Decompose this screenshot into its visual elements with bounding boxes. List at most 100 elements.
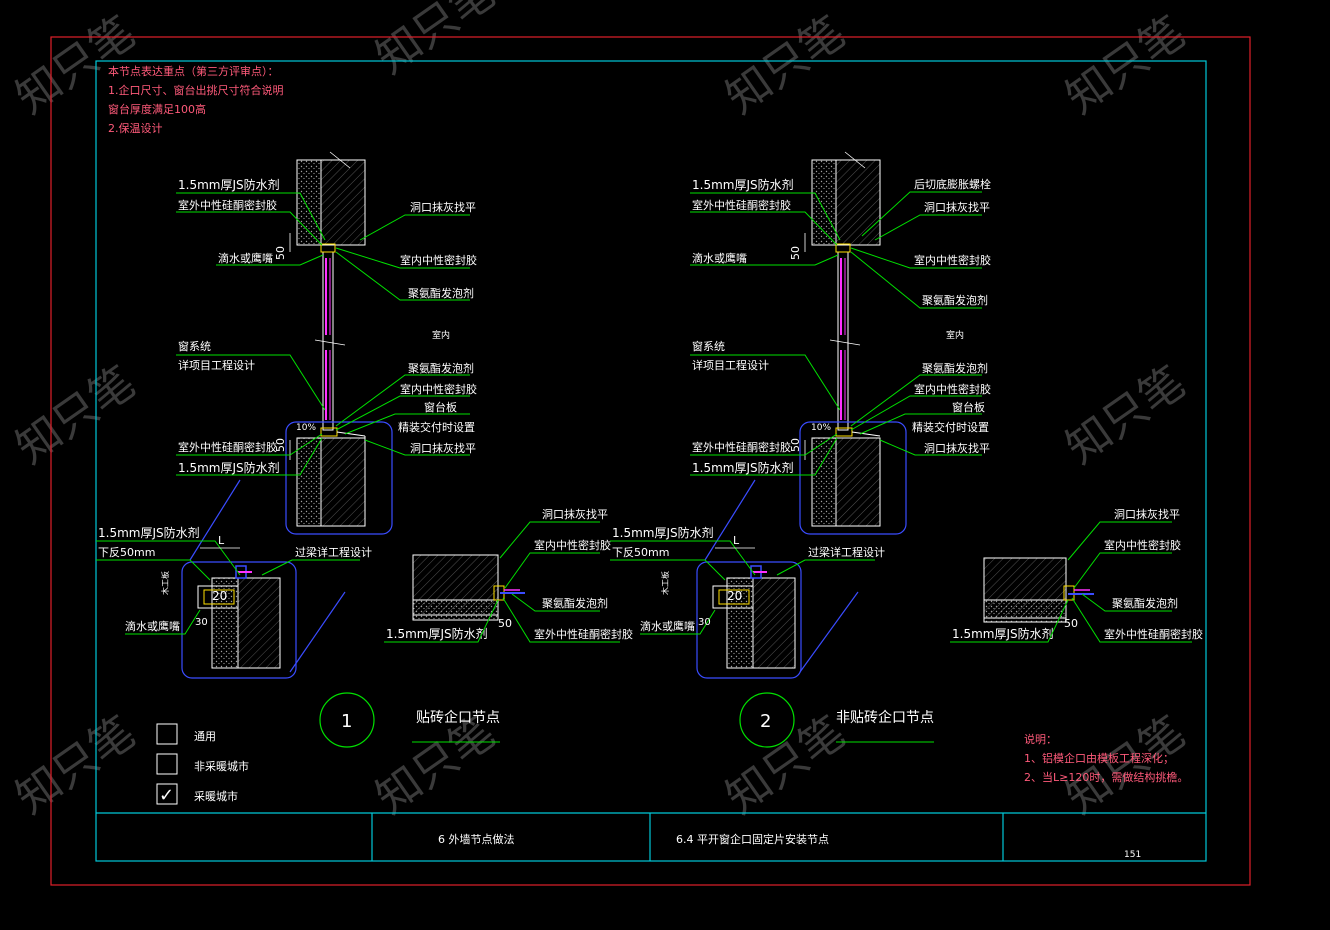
callout-label: 室外中性硅酮密封胶 — [692, 440, 791, 454]
callout-label: 室内中性密封胶 — [534, 538, 611, 552]
caption-2: 2 非贴砖企口节点 — [739, 692, 934, 748]
detail-title: 贴砖企口节点 — [416, 709, 500, 726]
legend-label: 通用 — [194, 730, 216, 743]
callout-label: 室内中性密封胶 — [914, 253, 991, 267]
inner-border — [95, 60, 1207, 862]
detail-title: 非贴砖企口节点 — [836, 709, 934, 726]
callout-label: 洞口抹灰找平 — [410, 441, 476, 455]
subdetail-2-left: 1.5mm厚JS防水剂 下反50mm L 过梁详工程设计 20 滴水或鹰嘴 30… — [610, 525, 885, 679]
callout-label: 室内中性密封胶 — [914, 382, 991, 396]
watermark: 知只笔 — [1057, 357, 1194, 474]
callout-label: 1.5mm厚JS防水剂 — [692, 177, 794, 192]
bottom-notes: 说明： 1、铝模企口由模板工程深化； 2、当L≥120时，需做结构挑檐。 — [1024, 732, 1188, 784]
dim-L: L — [218, 534, 225, 547]
callout-label: 室外中性硅酮密封胶 — [1104, 627, 1203, 641]
top-notes: 本节点表达重点（第三方评审点）： 1.企口尺寸、窗台出挑尺寸符合说明 窗台厚度满… — [108, 64, 284, 135]
detail-number: 1 — [341, 711, 352, 732]
enlarge-line — [289, 591, 346, 673]
callout-label: 室内中性密封胶 — [400, 382, 477, 396]
dimension-label: 50 — [789, 438, 802, 452]
callout-label: 1.5mm厚JS防水剂 — [952, 626, 1054, 641]
callout-label: 洞口抹灰找平 — [924, 200, 990, 214]
dim-label: 30 — [195, 617, 208, 628]
dimension-label: 50 — [789, 246, 802, 260]
callout-label: 室外中性硅酮密封胶 — [178, 198, 277, 212]
detail-1-section: 50 50 10% 室内 1.5mm厚JS防水剂 室外中性硅酮密封胶 滴水或鹰嘴… — [176, 151, 477, 535]
callout-label: 窗系统 — [178, 339, 211, 353]
subdetail-1-right: 洞口抹灰找平 室内中性密封胶 聚氨酯发泡剂 1.5mm厚JS防水剂 50 室外中… — [384, 507, 633, 643]
dimension-label: 50 — [274, 246, 287, 260]
callout-label: 窗系统 — [692, 339, 725, 353]
callout-label: 下反50mm — [612, 546, 669, 559]
notes-line: 窗台厚度满足100高 — [108, 102, 206, 116]
dim-label: 20 — [727, 589, 742, 603]
title-block-subsection: 6.4 平开窗企口固定片安装节点 — [676, 832, 829, 846]
callout-label: 精装交付时设置 — [398, 420, 475, 434]
callout-label: 1.5mm厚JS防水剂 — [178, 460, 280, 475]
check-icon: ✓ — [159, 785, 174, 806]
legend-box-checked — [156, 783, 178, 805]
notes-heading: 说明： — [1024, 732, 1057, 746]
watermark: 知只笔 — [1057, 7, 1194, 124]
callout-label: 滴水或鹰嘴 — [692, 251, 747, 265]
enlarge-line — [704, 479, 756, 561]
subdetail-2-right: 洞口抹灰找平 室内中性密封胶 聚氨酯发泡剂 1.5mm厚JS防水剂 50 室外中… — [950, 507, 1203, 643]
detail-number: 2 — [760, 711, 771, 732]
enlarge-line — [799, 591, 859, 673]
slope-label: 10% — [296, 423, 316, 433]
callout-label: 1.5mm厚JS防水剂 — [386, 626, 488, 641]
legend-box — [156, 723, 178, 745]
watermark: 知只笔 — [367, 0, 504, 84]
callout-label: 室内中性密封胶 — [1104, 538, 1181, 552]
detail-2-section: 50 50 10% 室内 1.5mm厚JS防水剂 室外中性硅酮密封胶 滴水或鹰嘴… — [690, 151, 991, 535]
page-number: 151 — [1124, 850, 1141, 860]
callout-label: 滴水或鹰嘴 — [640, 619, 695, 633]
slope-label: 10% — [811, 423, 831, 433]
callout-label: 聚氨酯发泡剂 — [408, 286, 474, 300]
callout-label: 洞口抹灰找平 — [542, 507, 608, 521]
notes-line: 2、当L≥120时，需做结构挑檐。 — [1024, 770, 1188, 784]
dim-label: 木工板 — [660, 571, 670, 595]
subdetail-1-left: 1.5mm厚JS防水剂 下反50mm L 过梁详工程设计 20 滴水或鹰嘴 30… — [96, 525, 372, 679]
callout-label: 详项目工程设计 — [692, 358, 769, 372]
dim-label: 20 — [212, 589, 227, 603]
callout-label: 1.5mm厚JS防水剂 — [98, 525, 200, 540]
callout-label: 精装交付时设置 — [912, 420, 989, 434]
title-block: 6 外墙节点做法 6.4 平开窗企口固定片安装节点 151 — [96, 812, 1206, 861]
interior-label: 室内 — [946, 329, 964, 341]
dimension-label: 50 — [274, 438, 287, 452]
callout-label: 室外中性硅酮密封胶 — [178, 440, 277, 454]
callout-label: 窗台板 — [424, 400, 457, 414]
callout-label: 过梁详工程设计 — [808, 545, 885, 559]
callout-label: 聚氨酯发泡剂 — [1112, 596, 1178, 610]
legend-label: 非采暖城市 — [194, 759, 249, 773]
watermark-layer: 知只笔 知只笔 知只笔 知只笔 知只笔 知只笔 知只笔 知只笔 知只笔 知只笔 — [7, 0, 1194, 824]
callout-label: 聚氨酯发泡剂 — [922, 293, 988, 307]
dim-label: 木工板 — [160, 571, 170, 595]
notes-line: 1、铝模企口由模板工程深化； — [1024, 751, 1174, 765]
watermark: 知只笔 — [7, 707, 144, 824]
dim-label: 30 — [698, 617, 711, 628]
callout-label: 窗台板 — [952, 400, 985, 414]
callout-label: 1.5mm厚JS防水剂 — [612, 525, 714, 540]
callout-label: 后切底膨胀螺栓 — [914, 177, 991, 191]
enlarge-line — [189, 479, 241, 561]
watermark: 知只笔 — [7, 357, 144, 474]
callout-label: 下反50mm — [98, 546, 155, 559]
legend-box — [156, 753, 178, 775]
title-block-section: 6 外墙节点做法 — [438, 832, 515, 846]
watermark: 知只笔 — [717, 707, 854, 824]
callout-label: 滴水或鹰嘴 — [218, 251, 273, 265]
watermark: 知只笔 — [1057, 707, 1194, 824]
callout-label: 洞口抹灰找平 — [1114, 507, 1180, 521]
callout-label: 洞口抹灰找平 — [924, 441, 990, 455]
callout-label: 洞口抹灰找平 — [410, 200, 476, 214]
callout-label: 滴水或鹰嘴 — [125, 619, 180, 633]
callout-label: 1.5mm厚JS防水剂 — [692, 460, 794, 475]
callout-label: 聚氨酯发泡剂 — [922, 361, 988, 375]
callout-label: 聚氨酯发泡剂 — [542, 596, 608, 610]
dim-L: L — [733, 534, 740, 547]
interior-label: 室内 — [432, 329, 450, 341]
callout-label: 详项目工程设计 — [178, 358, 255, 372]
